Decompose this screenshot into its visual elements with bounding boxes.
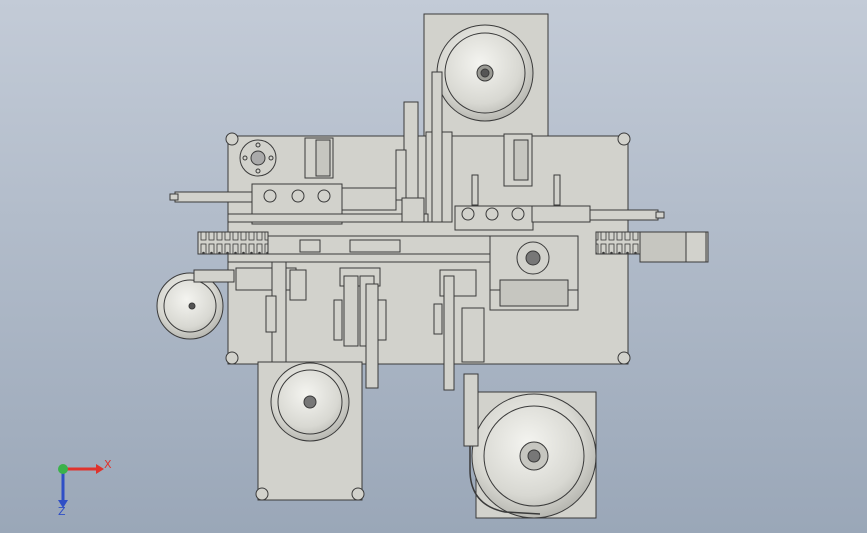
bottom-left-feeder-bowl — [255, 361, 365, 501]
left-vibratory-bowl — [156, 269, 235, 340]
top-feeder-bowl — [423, 13, 549, 137]
index-table-unit — [489, 235, 579, 311]
vertical-slides — [304, 71, 561, 223]
bottom-right-feeder-bowl — [463, 373, 597, 519]
conveyor-chain — [197, 231, 709, 263]
lower-pick-mechanisms — [235, 261, 485, 391]
triad-x-label: X — [104, 458, 112, 471]
pneumatic-cylinders — [169, 191, 665, 221]
coordinate-triad — [58, 464, 104, 508]
triad-z-label: Z — [58, 505, 66, 518]
flange-top-left — [239, 139, 277, 177]
upper-rail-assembly — [227, 183, 591, 231]
